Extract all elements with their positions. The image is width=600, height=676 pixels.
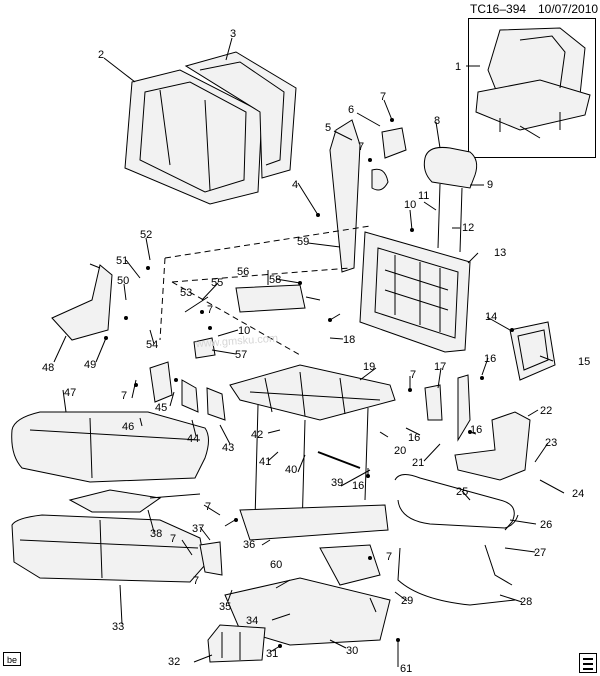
callout-7: 7 — [170, 533, 176, 545]
callout-27: 27 — [534, 547, 546, 559]
callout-4: 4 — [292, 179, 298, 191]
callout-14: 14 — [485, 311, 497, 323]
callout-7: 7 — [386, 551, 392, 563]
cushion-33 — [11, 514, 206, 583]
callout-16: 16 — [408, 432, 420, 444]
callout-34: 34 — [246, 615, 258, 627]
callout-60: 60 — [270, 559, 282, 571]
callout-6: 6 — [348, 104, 354, 116]
end-of-diagram-icon — [579, 653, 597, 673]
callout-52: 52 — [140, 229, 152, 241]
callout-16: 16 — [484, 353, 496, 365]
callout-18: 18 — [343, 334, 355, 346]
diagram-date: 10/07/2010 — [538, 2, 599, 16]
panel-15 — [509, 321, 556, 381]
callout-7: 7 — [121, 390, 127, 402]
callout-51: 51 — [116, 255, 128, 267]
callout-33: 33 — [112, 621, 124, 633]
callout-13: 13 — [494, 247, 506, 259]
callout-28: 28 — [520, 596, 532, 608]
callout-16: 16 — [470, 424, 482, 436]
callout-31: 31 — [266, 648, 278, 660]
callout-11: 11 — [418, 190, 429, 202]
callout-44: 44 — [187, 433, 199, 445]
callout-24: 24 — [572, 488, 584, 500]
callout-16: 16 — [352, 480, 364, 492]
callout-50: 50 — [117, 275, 129, 287]
callout-2: 2 — [98, 49, 104, 61]
cushion-pad-47 — [11, 411, 209, 483]
callout-46: 46 — [122, 421, 134, 433]
callout-26: 26 — [540, 519, 552, 531]
callout-7: 7 — [410, 369, 416, 381]
callout-7: 7 — [205, 501, 211, 513]
callout-17: 17 — [434, 361, 446, 373]
callout-55: 55 — [211, 277, 223, 289]
callout-9: 9 — [487, 179, 493, 191]
corner-tag: be — [3, 652, 21, 666]
callout-38: 38 — [150, 528, 162, 540]
callout-30: 30 — [346, 645, 358, 657]
callout-7: 7 — [193, 575, 199, 587]
callout-40: 40 — [285, 464, 297, 476]
cover-32 — [207, 624, 266, 663]
side-shield-22 — [454, 411, 531, 481]
callout-10: 10 — [404, 199, 416, 211]
callout-1: 1 — [455, 61, 461, 73]
callout-54: 54 — [146, 339, 158, 351]
callout-36: 36 — [243, 539, 255, 551]
callout-53: 53 — [180, 287, 192, 299]
callout-45: 45 — [155, 402, 167, 414]
callout-32: 32 — [168, 656, 180, 668]
callout-23: 23 — [545, 437, 557, 449]
diagram-code: TC16–394 — [470, 2, 527, 16]
callout-59: 59 — [297, 236, 309, 248]
callout-41: 41 — [259, 456, 271, 468]
callout-3: 3 — [230, 28, 236, 40]
seat-back-frame-13 — [359, 231, 471, 353]
callout-21: 21 — [412, 457, 424, 469]
callout-25: 25 — [456, 486, 468, 498]
callout-58: 58 — [269, 274, 281, 286]
callout-35: 35 — [219, 601, 231, 613]
callout-7: 7 — [380, 91, 386, 103]
callout-61: 61 — [400, 663, 412, 675]
callout-20: 20 — [394, 445, 406, 457]
seat-assembly-inset — [468, 18, 596, 158]
callout-39: 39 — [331, 477, 343, 489]
callout-7: 7 — [358, 141, 364, 153]
callout-7: 7 — [207, 304, 213, 316]
callout-48: 48 — [42, 362, 54, 374]
inset-seat-drawing — [475, 27, 591, 139]
callout-29: 29 — [401, 595, 413, 607]
mat-38 — [68, 489, 162, 513]
callout-47: 47 — [64, 387, 76, 399]
callout-49: 49 — [84, 359, 96, 371]
callout-19: 19 — [363, 361, 375, 373]
callout-15: 15 — [578, 356, 590, 368]
callout-10: 10 — [238, 325, 250, 337]
callout-56: 56 — [237, 266, 249, 278]
seat-back-cover-3 — [184, 51, 297, 179]
callout-57: 57 — [235, 349, 247, 361]
callout-37: 37 — [192, 523, 204, 535]
watermark: www.gmsku.com — [194, 333, 278, 351]
seat-back-pad-2 — [124, 69, 263, 205]
side-shield-48 — [51, 264, 113, 341]
headrest-8 — [423, 147, 478, 189]
callout-12: 12 — [462, 222, 474, 234]
callout-22: 22 — [540, 405, 552, 417]
callout-43: 43 — [222, 442, 234, 454]
callout-42: 42 — [251, 429, 263, 441]
callout-8: 8 — [434, 115, 440, 127]
callout-5: 5 — [325, 122, 331, 134]
